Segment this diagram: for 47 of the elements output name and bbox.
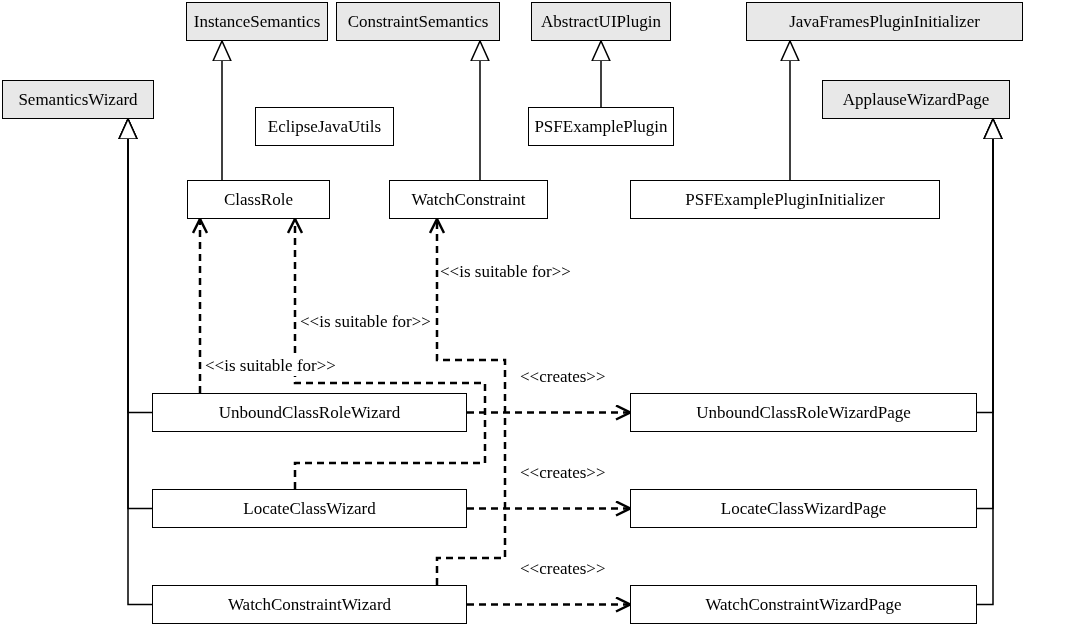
class-name: LocateClassWizardPage [720,497,887,520]
class-name: ClassRole [224,188,293,211]
class-box [186,2,328,41]
dependency-arrow [467,404,632,421]
class-name: WatchConstraintWizard [227,593,392,616]
class-box [152,585,467,624]
class-name: UnboundClassRoleWizard [218,401,401,424]
class-name: PSFExamplePluginInitializer [685,188,885,211]
class-name: WatchConstraintWizardPage [705,593,902,616]
class-name: ApplauseWizardPage [842,88,990,111]
class-box [630,585,977,624]
class-box [630,393,977,432]
class-name: InstanceSemantics [193,10,321,33]
inheritance-arrow [591,40,611,108]
class-name: LocateClassWizard [243,497,376,520]
class-name: EclipseJavaUtils [267,115,382,138]
class-box [389,180,548,219]
class-box [2,80,154,119]
inheritance-arrow [212,40,232,181]
class-box [531,2,671,41]
class-box [255,107,394,146]
class-box [630,489,977,528]
edge-label: <<is suitable for>> [205,356,336,376]
inheritance-arrow [976,118,1003,606]
class-box [152,489,467,528]
class-name: SemanticsWizard [18,88,138,111]
class-name: PSFExamplePlugin [534,115,668,138]
class-name: ConstraintSemantics [347,10,489,33]
dependency-arrow [286,217,487,489]
class-box [187,180,330,219]
class-name: WatchConstraint [411,188,526,211]
inheritance-arrow [118,118,153,606]
class-box [336,2,500,41]
class-box [152,393,467,432]
inheritance-arrow [780,40,800,181]
dependency-arrow [467,596,632,613]
class-name: UnboundClassRoleWizardPage [696,401,911,424]
class-box [746,2,1023,41]
inheritance-arrow [470,40,490,181]
class-box [528,107,674,146]
class-name: AbstractUIPlugin [541,10,661,33]
dependency-arrow [428,217,507,585]
class-name: JavaFramesPluginInitializer [789,10,980,33]
dependency-arrow [191,217,209,393]
dependency-arrow [467,500,632,517]
class-box [630,180,940,219]
class-box [822,80,1010,119]
